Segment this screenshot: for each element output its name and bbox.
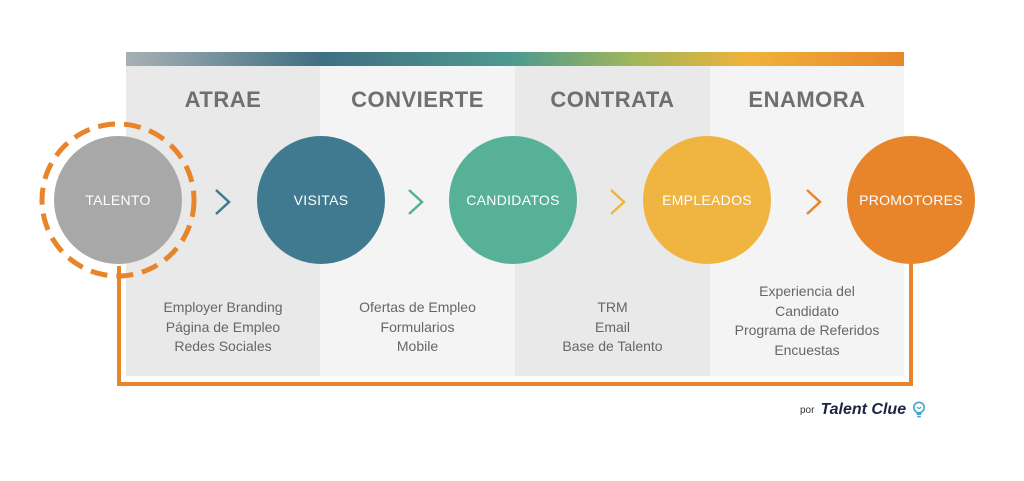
stage-items-atrae: Employer Branding Página de Empleo Redes…	[126, 298, 320, 357]
chevron-right-icon	[610, 189, 626, 215]
stage-item: Página de Empleo	[165, 318, 281, 335]
talento-dashed-ring	[39, 121, 197, 279]
node-candidatos: CANDIDATOS	[449, 136, 577, 264]
brand-name: Talent Clue	[820, 401, 907, 418]
stage-item: Candidato	[775, 302, 839, 319]
stage-items-enamora: Experiencia del Candidato Programa de Re…	[710, 282, 904, 360]
stage-title-convierte: CONVIERTE	[351, 87, 484, 112]
stage-item: Employer Branding	[163, 299, 283, 315]
gradient-header-bar	[126, 52, 904, 66]
stage-item: Base de Talento	[562, 338, 663, 354]
node-empleados: EMPLEADOS	[643, 136, 771, 264]
node-promotores: PROMOTORES	[847, 136, 975, 264]
node-talento: TALENTO	[54, 136, 182, 264]
stage-item: Formularios	[380, 318, 455, 335]
stage-title-enamora: ENAMORA	[748, 87, 866, 112]
credit-line: por Talent Clue	[800, 399, 926, 421]
stage-item: Redes Sociales	[174, 338, 272, 354]
lightbulb-icon	[913, 401, 926, 418]
node-visitas: VISITAS	[257, 136, 385, 264]
stage-item: Email	[594, 318, 630, 335]
stage-title-atrae: ATRAE	[184, 87, 262, 112]
chevron-right-icon	[215, 189, 231, 215]
stage-item: Ofertas de Empleo	[359, 299, 476, 315]
stage-item: Experiencia del	[759, 283, 855, 299]
chevron-right-icon	[806, 189, 822, 215]
stage-title-contrata: CONTRATA	[550, 87, 675, 112]
stage-item: Mobile	[396, 338, 439, 354]
stage-item: TRM	[597, 299, 628, 315]
stage-item: Encuestas	[774, 341, 840, 358]
stage-items-convierte: Ofertas de Empleo Formularios Mobile	[320, 298, 515, 357]
stage-items-contrata: TRM Email Base de Talento	[515, 298, 710, 357]
credit-prefix: por	[800, 404, 815, 416]
stage-item: Programa de Referidos	[734, 322, 880, 338]
chevron-right-icon	[408, 189, 424, 215]
